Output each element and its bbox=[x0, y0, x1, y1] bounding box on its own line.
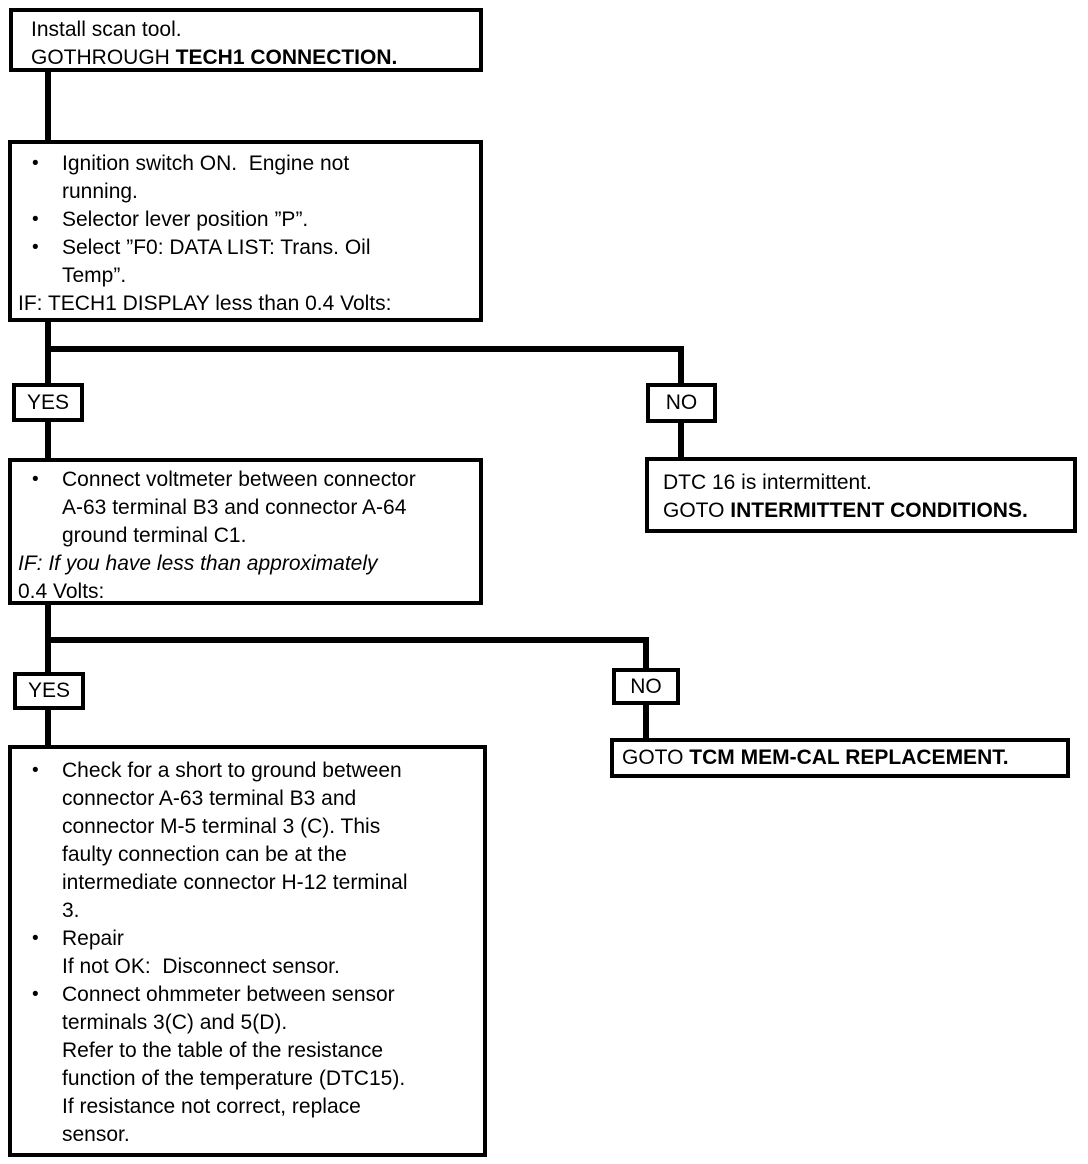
connector-no1-down bbox=[678, 421, 684, 459]
branch1-no-label: NO bbox=[646, 383, 717, 423]
goto-prefix: GOTO bbox=[622, 746, 690, 769]
condition-text: IF: TECH1 DISPLAY less than 0.4 Volts: bbox=[18, 292, 392, 315]
branch2-no-label: NO bbox=[612, 668, 680, 705]
connector-branch1-horizontal bbox=[45, 346, 684, 352]
goto-line: GOTHROUGH TECH1 CONNECTION. bbox=[31, 44, 471, 69]
connector-no2-down bbox=[643, 703, 649, 740]
node-dtc16-intermittent: DTC 16 is intermittent. GOTO INTERMITTEN… bbox=[645, 457, 1077, 533]
step-text: Select ”F0: DATA LIST: Trans. Oil Temp”. bbox=[62, 236, 371, 287]
condition-text-italic: IF: If you have less than approximately bbox=[18, 552, 378, 575]
connector-branch2-horizontal bbox=[45, 637, 649, 643]
goto-target: TECH1 CONNECTION. bbox=[175, 46, 398, 69]
bullet-icon: • bbox=[32, 469, 39, 490]
node-install-scan-tool: Install scan tool. GOTHROUGH TECH1 CONNE… bbox=[9, 8, 483, 72]
goto-line: GOTO TCM MEM-CAL REPLACEMENT. bbox=[622, 744, 1058, 772]
bullet-icon: • bbox=[32, 760, 39, 781]
branch2-yes-label: YES bbox=[13, 672, 85, 710]
step-text: Repair If not OK: Disconnect sensor. bbox=[62, 927, 340, 978]
bullet-icon: • bbox=[32, 928, 39, 949]
bullet-item: • Connect ohmmeter between sensor termin… bbox=[12, 981, 483, 1149]
connector-branch2-to-no bbox=[643, 637, 649, 670]
bullet-item: • Connect voltmeter between connector A-… bbox=[12, 466, 479, 550]
bullet-item: • Repair If not OK: Disconnect sensor. bbox=[12, 925, 483, 981]
step-text: Ignition switch ON. Engine not running. bbox=[62, 152, 350, 203]
connector-branch1-to-no bbox=[678, 346, 684, 385]
connector-yes2-down bbox=[45, 708, 51, 747]
bullet-item: • Check for a short to ground between co… bbox=[12, 757, 483, 925]
goto-target: INTERMITTENT CONDITIONS. bbox=[730, 499, 1028, 522]
node-voltmeter-check: • Connect voltmeter between connector A-… bbox=[8, 458, 483, 605]
step-text: Connect ohmmeter between sensor terminal… bbox=[62, 983, 406, 1146]
bullet-item: • Selector lever position ”P”. bbox=[12, 206, 479, 234]
connector-yes1-down bbox=[45, 420, 51, 460]
step-text: Install scan tool. bbox=[31, 18, 182, 41]
goto-prefix: GOTHROUGH bbox=[31, 46, 176, 69]
bullet-icon: • bbox=[32, 984, 39, 1005]
goto-line: GOTO INTERMITTENT CONDITIONS. bbox=[663, 497, 1065, 525]
bullet-item: • Ignition switch ON. Engine not running… bbox=[12, 150, 479, 206]
connector-install-to-check bbox=[45, 70, 51, 142]
branch1-yes-label: YES bbox=[12, 383, 84, 422]
node-tech1-display-check: • Ignition switch ON. Engine not running… bbox=[8, 140, 483, 322]
node-short-to-ground-check: • Check for a short to ground between co… bbox=[8, 745, 487, 1157]
bullet-icon: • bbox=[32, 153, 39, 174]
bullet-icon: • bbox=[32, 209, 39, 230]
step-text: Connect voltmeter between connector A-63… bbox=[62, 468, 416, 547]
step-text: Selector lever position ”P”. bbox=[62, 208, 309, 231]
condition-text: 0.4 Volts: bbox=[18, 580, 105, 603]
step-text: Check for a short to ground between conn… bbox=[62, 759, 408, 922]
node-tcm-memcal-replacement: GOTO TCM MEM-CAL REPLACEMENT. bbox=[610, 738, 1070, 778]
bullet-icon: • bbox=[32, 237, 39, 258]
bullet-item: • Select ”F0: DATA LIST: Trans. Oil Temp… bbox=[12, 234, 479, 290]
goto-target: TCM MEM-CAL REPLACEMENT. bbox=[689, 746, 1009, 769]
goto-prefix: GOTO bbox=[663, 499, 731, 522]
connector-check-down bbox=[45, 320, 51, 385]
step-text: DTC 16 is intermittent. bbox=[663, 471, 872, 494]
